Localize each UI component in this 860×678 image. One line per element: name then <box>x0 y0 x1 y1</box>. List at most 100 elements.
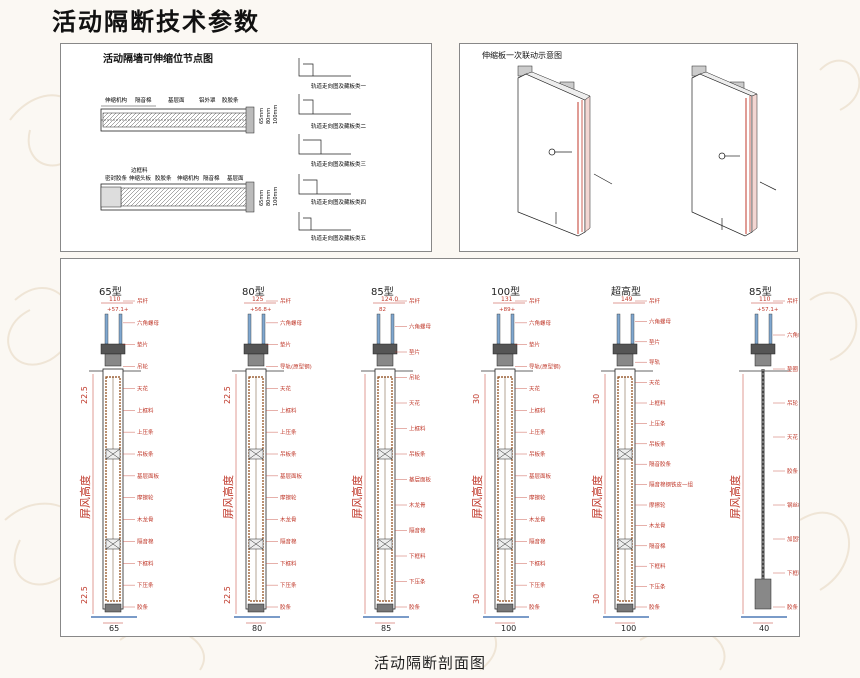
mid-dim-label: +57.1+ <box>107 307 129 313</box>
node-label: 伸缩机构 <box>105 96 128 104</box>
door-panel-right <box>691 65 777 237</box>
component-label: 下压条 <box>137 581 154 589</box>
panel-height-label: 屏风高度 <box>728 475 742 519</box>
top-dim-label: 110 <box>759 296 771 303</box>
node-label: 基层面 <box>168 96 185 104</box>
component-label: 垫片 <box>529 341 540 349</box>
section-drawings: 65型110+57.1+65屏风高度22.522.5吊杆六角螺母垫片吊轮天花上框… <box>78 285 821 633</box>
door-panel-left <box>517 65 613 237</box>
top-dim-label: 131 <box>501 296 513 303</box>
linkage-diagram: 伸缩板一次联动示意图 <box>482 50 777 237</box>
component-label: 吊杆 <box>529 297 541 305</box>
node-label: 伸缩头板 <box>129 174 152 182</box>
component-label: 胶条 <box>787 467 799 475</box>
mid-dim-label: 82 <box>379 307 386 313</box>
upper-dim-label: 22.5 <box>223 386 232 404</box>
component-label: 天花 <box>137 384 149 392</box>
component-label: 导轨(原型钢) <box>529 363 561 371</box>
lower-dim-label: 22.5 <box>223 586 232 604</box>
section-3: 100型131+89+100屏风高度3030吊杆六角螺母垫片导轨(原型钢)天花上… <box>470 285 561 633</box>
track-label: 轨道走向图及藏板类一 <box>311 82 367 90</box>
section-1: 80型125+56.8+80屏风高度22.522.5吊杆六角螺母垫片导轨(原型钢… <box>221 285 312 633</box>
section-2: 85型124.08285屏风高度吊杆六角螺母垫片吊轮天花上框料吊板条基层面板木龙… <box>350 285 432 633</box>
node-label: 密封胶条 <box>105 174 128 182</box>
component-label: 下框料 <box>787 569 799 577</box>
panel-height-label: 屏风高度 <box>78 475 92 519</box>
dim-label: 100mm <box>273 187 279 206</box>
lower-dim-label: 30 <box>472 594 481 604</box>
component-label: 吊杆 <box>137 297 149 305</box>
component-label: 吊杆 <box>409 297 421 305</box>
component-label: 六角螺母 <box>137 319 160 327</box>
bottom-dim-label: 40 <box>759 624 769 633</box>
component-label: 隔音棉 <box>529 537 546 545</box>
dim-label: 65mm <box>259 190 265 206</box>
component-label: 隔音棉 <box>280 537 297 545</box>
panel-height-label: 屏风高度 <box>221 475 235 519</box>
linkage-panel-title: 伸缩板一次联动示意图 <box>482 50 562 60</box>
figure-caption: 活动隔断剖面图 <box>373 654 486 672</box>
component-label: 上压条 <box>137 428 154 436</box>
bottom-dim-label: 80 <box>252 624 262 633</box>
section-type-label: 85型 <box>749 285 772 298</box>
component-label: 六角螺母 <box>787 331 799 339</box>
track-label: 轨道走向图及藏板类三 <box>311 160 367 168</box>
bottom-dim-label: 100 <box>621 624 636 633</box>
mid-dim-label: +57.1+ <box>757 307 779 313</box>
section-4: 超高型149100屏风高度3030吊杆六角螺母垫片导轨天花上框料上压条吊板条隔音… <box>590 285 694 633</box>
component-label: 上压条 <box>649 419 666 427</box>
node-label: 隔音棉 <box>203 174 220 182</box>
component-label: 垫圈 <box>787 365 799 373</box>
component-label: 天花 <box>649 379 661 387</box>
component-label: 天花 <box>409 399 421 407</box>
panel-height-label: 屏风高度 <box>590 475 604 519</box>
component-label: 导轨 <box>649 358 661 366</box>
component-label: 隔音棉 <box>409 527 426 535</box>
component-label: 下框料 <box>529 559 546 567</box>
upper-dim-label: 30 <box>472 394 481 404</box>
component-label: 上压条 <box>529 428 546 436</box>
dim-label: 65mm <box>259 108 265 124</box>
component-label: 胶条 <box>280 603 292 611</box>
node-label: 胶胶条 <box>222 96 239 104</box>
component-label: 六角螺母 <box>280 319 303 327</box>
component-label: 基层面板 <box>409 476 432 484</box>
component-label: 垫片 <box>137 341 148 349</box>
component-label: 吊杆 <box>649 297 661 305</box>
top-dim-label: 149 <box>621 296 633 303</box>
lower-dim-label: 22.5 <box>80 586 89 604</box>
dim-label: 80mm <box>266 190 272 206</box>
component-label: 上框料 <box>409 425 426 433</box>
component-label: 木龙骨 <box>529 516 546 524</box>
component-label: 吊杆 <box>787 297 799 305</box>
component-label: 木龙骨 <box>280 516 297 524</box>
node-label: 伸缩机构 <box>177 174 200 182</box>
section-0: 65型110+57.1+65屏风高度22.522.5吊杆六角螺母垫片吊轮天花上框… <box>78 285 160 633</box>
component-label: 下压条 <box>409 578 426 586</box>
expansion-node-top: 伸缩机构 隔音棉 基层面 铝外罩 胶胶条 65mm 80mm 100mm <box>100 96 279 134</box>
component-label: 天花 <box>529 384 541 392</box>
node-panel-title: 活动隔墙可伸缩位节点图 <box>103 52 213 65</box>
bottom-dim-label: 65 <box>109 624 119 633</box>
component-label: 摩擦轮 <box>649 501 666 509</box>
component-label: 上框料 <box>649 399 666 407</box>
component-label: 胶条 <box>529 603 541 611</box>
section-type-label: 100型 <box>491 285 520 298</box>
component-label: 隔音棉钢铁皮一组 <box>649 481 694 489</box>
section-type-label: 80型 <box>242 285 265 298</box>
section-type-label: 85型 <box>371 285 394 298</box>
mid-dim-label: +89+ <box>499 307 516 313</box>
component-label: 摩擦轮 <box>529 494 546 502</box>
dim-label: 100mm <box>273 105 279 124</box>
track-label: 轨道走向图及藏板类五 <box>311 234 367 242</box>
track-diagrams <box>298 58 351 231</box>
component-label: 下框料 <box>280 559 297 567</box>
component-label: 摩擦轮 <box>137 494 154 502</box>
component-label: 吊杆 <box>280 297 292 305</box>
component-label: 基层面板 <box>529 472 552 480</box>
bottom-dim-label: 100 <box>501 624 516 633</box>
panel-height-label: 屏风高度 <box>470 475 484 519</box>
component-label: 上框料 <box>137 406 154 414</box>
component-label: 吊板条 <box>649 440 666 448</box>
